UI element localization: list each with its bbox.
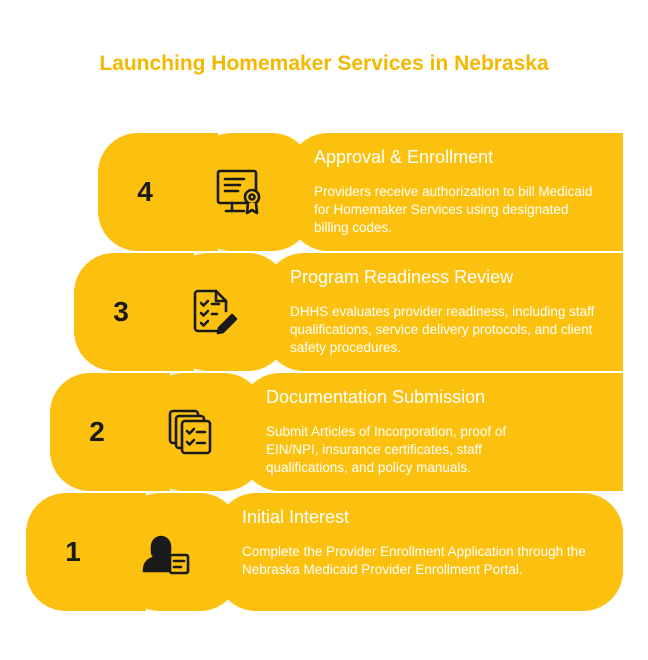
step-description: Providers receive authorization to bill … bbox=[314, 184, 593, 235]
step-text-block bbox=[216, 493, 623, 611]
step-1: 1 Initial Interest Complete the Provider… bbox=[0, 493, 648, 611]
step-number: 4 bbox=[137, 176, 153, 207]
step-text-block bbox=[240, 373, 623, 491]
step-2: 2 Documentation Submission Submit Articl… bbox=[0, 373, 648, 491]
step-number: 2 bbox=[89, 416, 105, 447]
step-heading: Documentation Submission bbox=[266, 387, 486, 407]
step-number: 1 bbox=[65, 536, 81, 567]
checklist-pen-icon bbox=[190, 287, 240, 337]
step-4: 4 Approval & Enrollment Providers receiv… bbox=[0, 133, 648, 251]
step-description: Submit Articles of Incorporation, proof … bbox=[266, 424, 507, 475]
step-description: DHHS evaluates provider readiness, inclu… bbox=[290, 304, 595, 355]
step-description: Complete the Provider Enrollment Applica… bbox=[242, 544, 586, 577]
certificate-monitor-icon bbox=[214, 167, 264, 217]
step-text-block bbox=[264, 253, 623, 371]
step-text-block bbox=[288, 133, 623, 251]
step-number: 3 bbox=[113, 296, 129, 327]
stacked-checklists-icon bbox=[166, 407, 216, 457]
step-3: 3 Program Readiness Review DHHS evaluate… bbox=[0, 253, 648, 371]
diagram-title: Launching Homemaker Services in Nebraska bbox=[99, 52, 549, 75]
step-heading: Initial Interest bbox=[242, 507, 350, 527]
step-heading: Approval & Enrollment bbox=[314, 147, 494, 167]
person-form-icon bbox=[142, 527, 192, 577]
step-heading: Program Readiness Review bbox=[290, 267, 514, 287]
